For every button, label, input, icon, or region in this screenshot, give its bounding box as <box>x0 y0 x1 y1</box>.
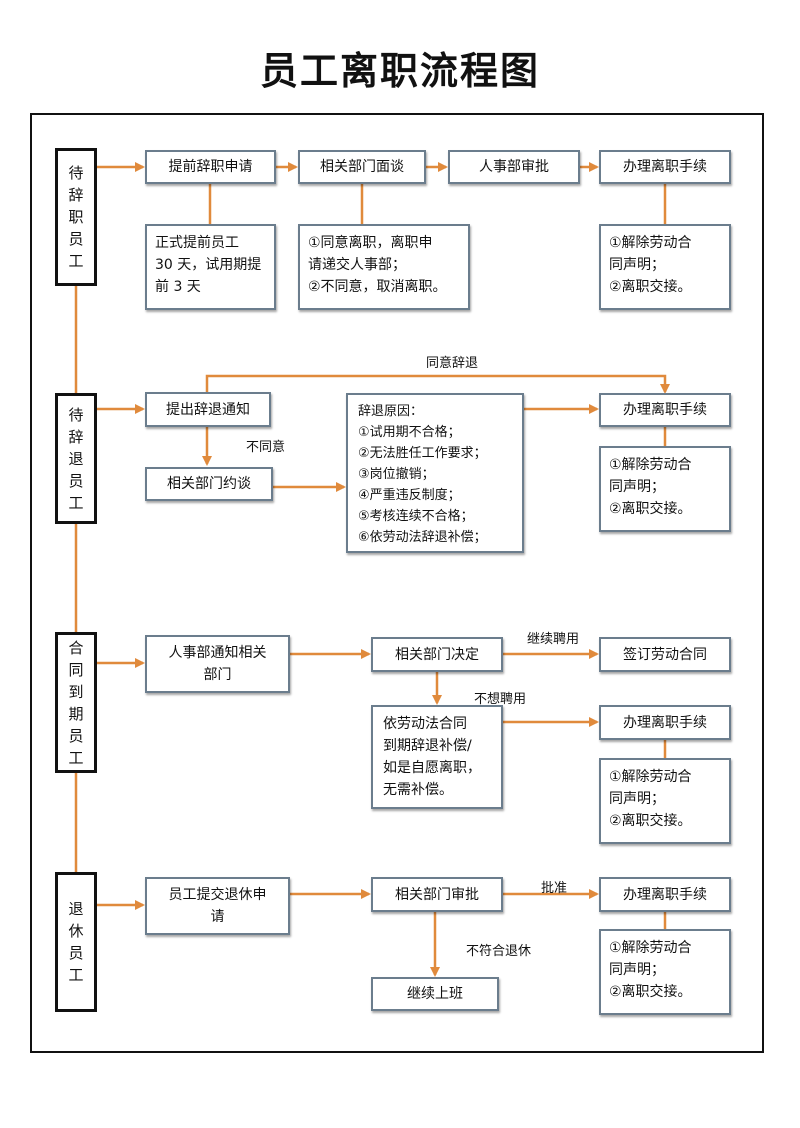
label-agree-dismiss: 同意辞退 <box>426 356 479 371</box>
step-department-approval: 相关部门审批 <box>371 877 503 912</box>
category-char: 工 <box>68 252 84 270</box>
note-resign-procedure: ①解除劳动合 同声明； ②离职交接。 <box>599 224 731 310</box>
category-char: 工 <box>68 493 84 512</box>
category-resigning-employee: 待 辞 职 员 工 <box>55 148 97 286</box>
category-char: 退 <box>68 449 84 468</box>
note-dismiss-reasons: 辞退原因： ①试用期不合格； ②无法胜任工作要求； ③岗位撤销； ④严重违反制度… <box>346 393 524 553</box>
note-line: ①解除劳动合 <box>609 769 692 785</box>
reason-line: ③岗位撤销； <box>358 467 435 482</box>
note-line: 30 天，试用期提 <box>155 257 262 273</box>
note-line: 同声明； <box>609 962 665 978</box>
category-char: 待 <box>68 164 84 182</box>
note-line: ②离职交接。 <box>609 984 692 1000</box>
note-retire-procedure: ①解除劳动合 同声明； ②离职交接。 <box>599 929 731 1015</box>
step-retire-procedure: 办理离职手续 <box>599 877 731 912</box>
category-char: 员 <box>68 944 84 962</box>
category-char: 员 <box>68 471 84 490</box>
reason-line: 辞退原因： <box>358 404 424 419</box>
note-line: ①解除劳动合 <box>609 235 692 251</box>
category-contract-expiry-employee: 合 同 到 期 员 工 <box>55 632 97 773</box>
note-interview-outcome: ①同意离职，离职申 请递交人事部； ②不同意，取消离职。 <box>298 224 470 310</box>
note-line: 正式提前员工 <box>155 235 239 251</box>
category-char: 待 <box>68 405 84 424</box>
step-department-decision: 相关部门决定 <box>371 637 503 672</box>
step-hr-notify-department: 人事部通知相关 部门 <box>145 635 290 693</box>
category-char: 合 <box>68 638 84 657</box>
category-char: 同 <box>68 660 84 679</box>
reason-line: ④严重违反制度； <box>358 488 461 503</box>
step-contract-procedure: 办理离职手续 <box>599 705 731 740</box>
category-char: 到 <box>68 682 84 701</box>
category-dismissed-employee: 待 辞 退 员 工 <box>55 393 97 524</box>
diagram-frame <box>30 113 764 1053</box>
step-department-talk: 相关部门约谈 <box>145 467 273 501</box>
note-line: 依劳动法合同 <box>383 716 467 732</box>
note-line: 同声明； <box>609 791 665 807</box>
note-line: 无需补偿。 <box>383 782 453 798</box>
category-char: 工 <box>68 966 84 984</box>
category-char: 职 <box>68 208 84 226</box>
step-dismiss-procedure: 办理离职手续 <box>599 393 731 427</box>
category-char: 退 <box>68 900 84 918</box>
step-line: 人事部通知相关 <box>168 645 267 661</box>
step-line: 员工提交退休申 <box>168 887 267 903</box>
note-line: ②不同意，取消离职。 <box>308 279 447 295</box>
note-line: 前 3 天 <box>155 279 201 295</box>
note-dismiss-procedure: ①解除劳动合 同声明； ②离职交接。 <box>599 446 731 532</box>
note-line: ①解除劳动合 <box>609 457 692 473</box>
step-sign-contract: 签订劳动合同 <box>599 637 731 672</box>
step-early-resign-apply: 提前辞职申请 <box>145 150 276 184</box>
reason-line: ⑤考核连续不合格； <box>358 509 474 524</box>
step-line: 请 <box>210 909 225 925</box>
note-line: 同声明； <box>609 479 665 495</box>
category-char: 辞 <box>68 186 84 204</box>
category-char: 期 <box>68 704 84 723</box>
step-resign-procedure: 办理离职手续 <box>599 150 731 184</box>
page-title: 员工离职流程图 <box>259 49 540 93</box>
step-hr-approval: 人事部审批 <box>448 150 580 184</box>
step-line: 部门 <box>203 667 232 683</box>
reason-line: ②无法胜任工作要求； <box>358 446 487 461</box>
step-dismiss-notice: 提出辞退通知 <box>145 392 271 427</box>
step-continue-working: 继续上班 <box>371 977 499 1011</box>
label-approved: 批准 <box>541 881 568 896</box>
note-line: 到期辞退补偿/ <box>383 738 472 754</box>
label-disagree: 不同意 <box>246 440 286 455</box>
category-char: 员 <box>68 230 84 248</box>
note-compensation: 依劳动法合同 到期辞退补偿/ 如是自愿离职， 无需补偿。 <box>371 705 503 809</box>
label-continue-employ: 继续聘用 <box>527 632 580 647</box>
label-not-employ: 不想聘用 <box>474 692 527 707</box>
category-char: 员 <box>68 726 84 745</box>
category-char: 工 <box>68 748 84 767</box>
note-notice-period: 正式提前员工 30 天，试用期提 前 3 天 <box>145 224 276 310</box>
reason-line: ①试用期不合格； <box>358 425 461 440</box>
category-retiring-employee: 退 休 员 工 <box>55 872 97 1012</box>
arrow-agree-dismiss <box>205 374 670 394</box>
note-line: 如是自愿离职， <box>383 760 481 776</box>
category-char: 辞 <box>68 427 84 446</box>
note-line: ①解除劳动合 <box>609 940 692 956</box>
category-char: 休 <box>68 922 84 940</box>
note-contract-procedure: ①解除劳动合 同声明； ②离职交接。 <box>599 758 731 844</box>
note-line: 请递交人事部； <box>308 257 406 273</box>
step-submit-retirement: 员工提交退休申 请 <box>145 877 290 935</box>
step-department-interview: 相关部门面谈 <box>298 150 426 184</box>
note-line: ②离职交接。 <box>609 279 692 295</box>
label-not-eligible: 不符合退休 <box>466 944 532 959</box>
note-line: ②离职交接。 <box>609 501 692 517</box>
note-line: 同声明； <box>609 257 665 273</box>
reason-line: ⑥依劳动法辞退补偿； <box>358 530 487 545</box>
note-line: ①同意离职，离职申 <box>308 235 433 251</box>
note-line: ②离职交接。 <box>609 813 692 829</box>
